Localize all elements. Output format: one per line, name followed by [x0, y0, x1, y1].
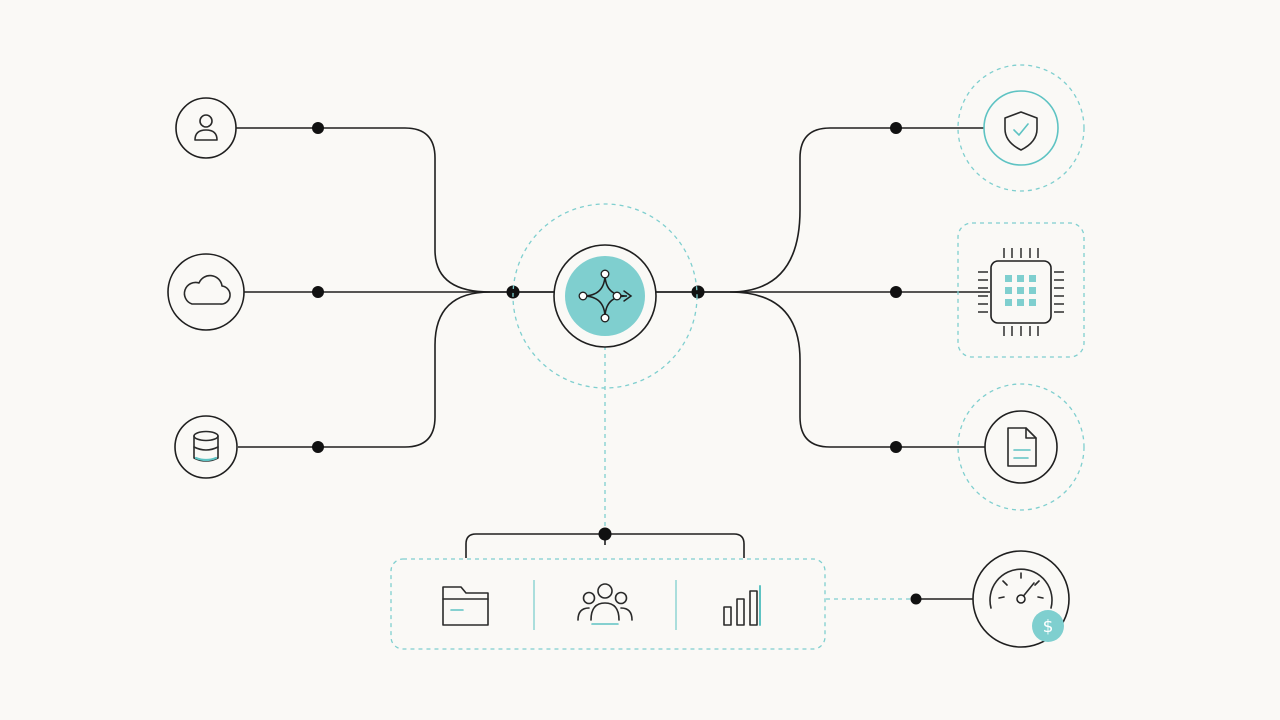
- hub-fill: [565, 256, 645, 336]
- shield-check-icon: [1004, 111, 1038, 151]
- output-node-chip: [957, 222, 1085, 358]
- network-hub-icon: [578, 269, 633, 323]
- connector-shield: [656, 127, 986, 293]
- gauge-icon: [989, 568, 1053, 609]
- bottom-panel: [390, 558, 826, 650]
- node-halo: [957, 64, 1085, 192]
- node-halo: [957, 383, 1085, 511]
- dollar-badge: $: [1032, 610, 1064, 642]
- document-icon: [1007, 427, 1037, 467]
- node-halo: [957, 222, 1085, 358]
- junction-dot: [312, 441, 324, 453]
- connector-database: [238, 291, 491, 448]
- folder-icon: [442, 586, 489, 626]
- junction-dot: [890, 286, 902, 298]
- junction-dot: [691, 285, 705, 299]
- junction-dot: [506, 285, 520, 299]
- cpu-chip-icon: [978, 248, 1064, 336]
- output-node-document: [957, 383, 1085, 511]
- hub-halo: [512, 203, 698, 389]
- junction-dot: [312, 122, 324, 134]
- bar-chart-icon: [723, 585, 761, 626]
- junction-dot: [890, 441, 902, 453]
- junction-dots: [312, 122, 922, 605]
- junction-dot: [312, 286, 324, 298]
- junction-dot: [890, 122, 902, 134]
- cost-meter-node: $: [972, 550, 1070, 648]
- source-node-cloud: [167, 253, 245, 331]
- junction-dot: [910, 593, 922, 605]
- connector-document: [729, 291, 986, 448]
- connector-user: [236, 127, 556, 293]
- user-icon: [194, 114, 218, 141]
- team-icon: [577, 583, 633, 625]
- source-node-database: [174, 415, 238, 479]
- source-node-user: [175, 97, 237, 159]
- output-node-shield: [957, 64, 1085, 192]
- junction-dot: [598, 527, 612, 541]
- connectors: [236, 127, 990, 600]
- dollar-badge-symbol: $: [1043, 617, 1054, 637]
- central-hub: [512, 203, 698, 389]
- cloud-icon: [183, 274, 231, 305]
- database-icon: [193, 430, 219, 462]
